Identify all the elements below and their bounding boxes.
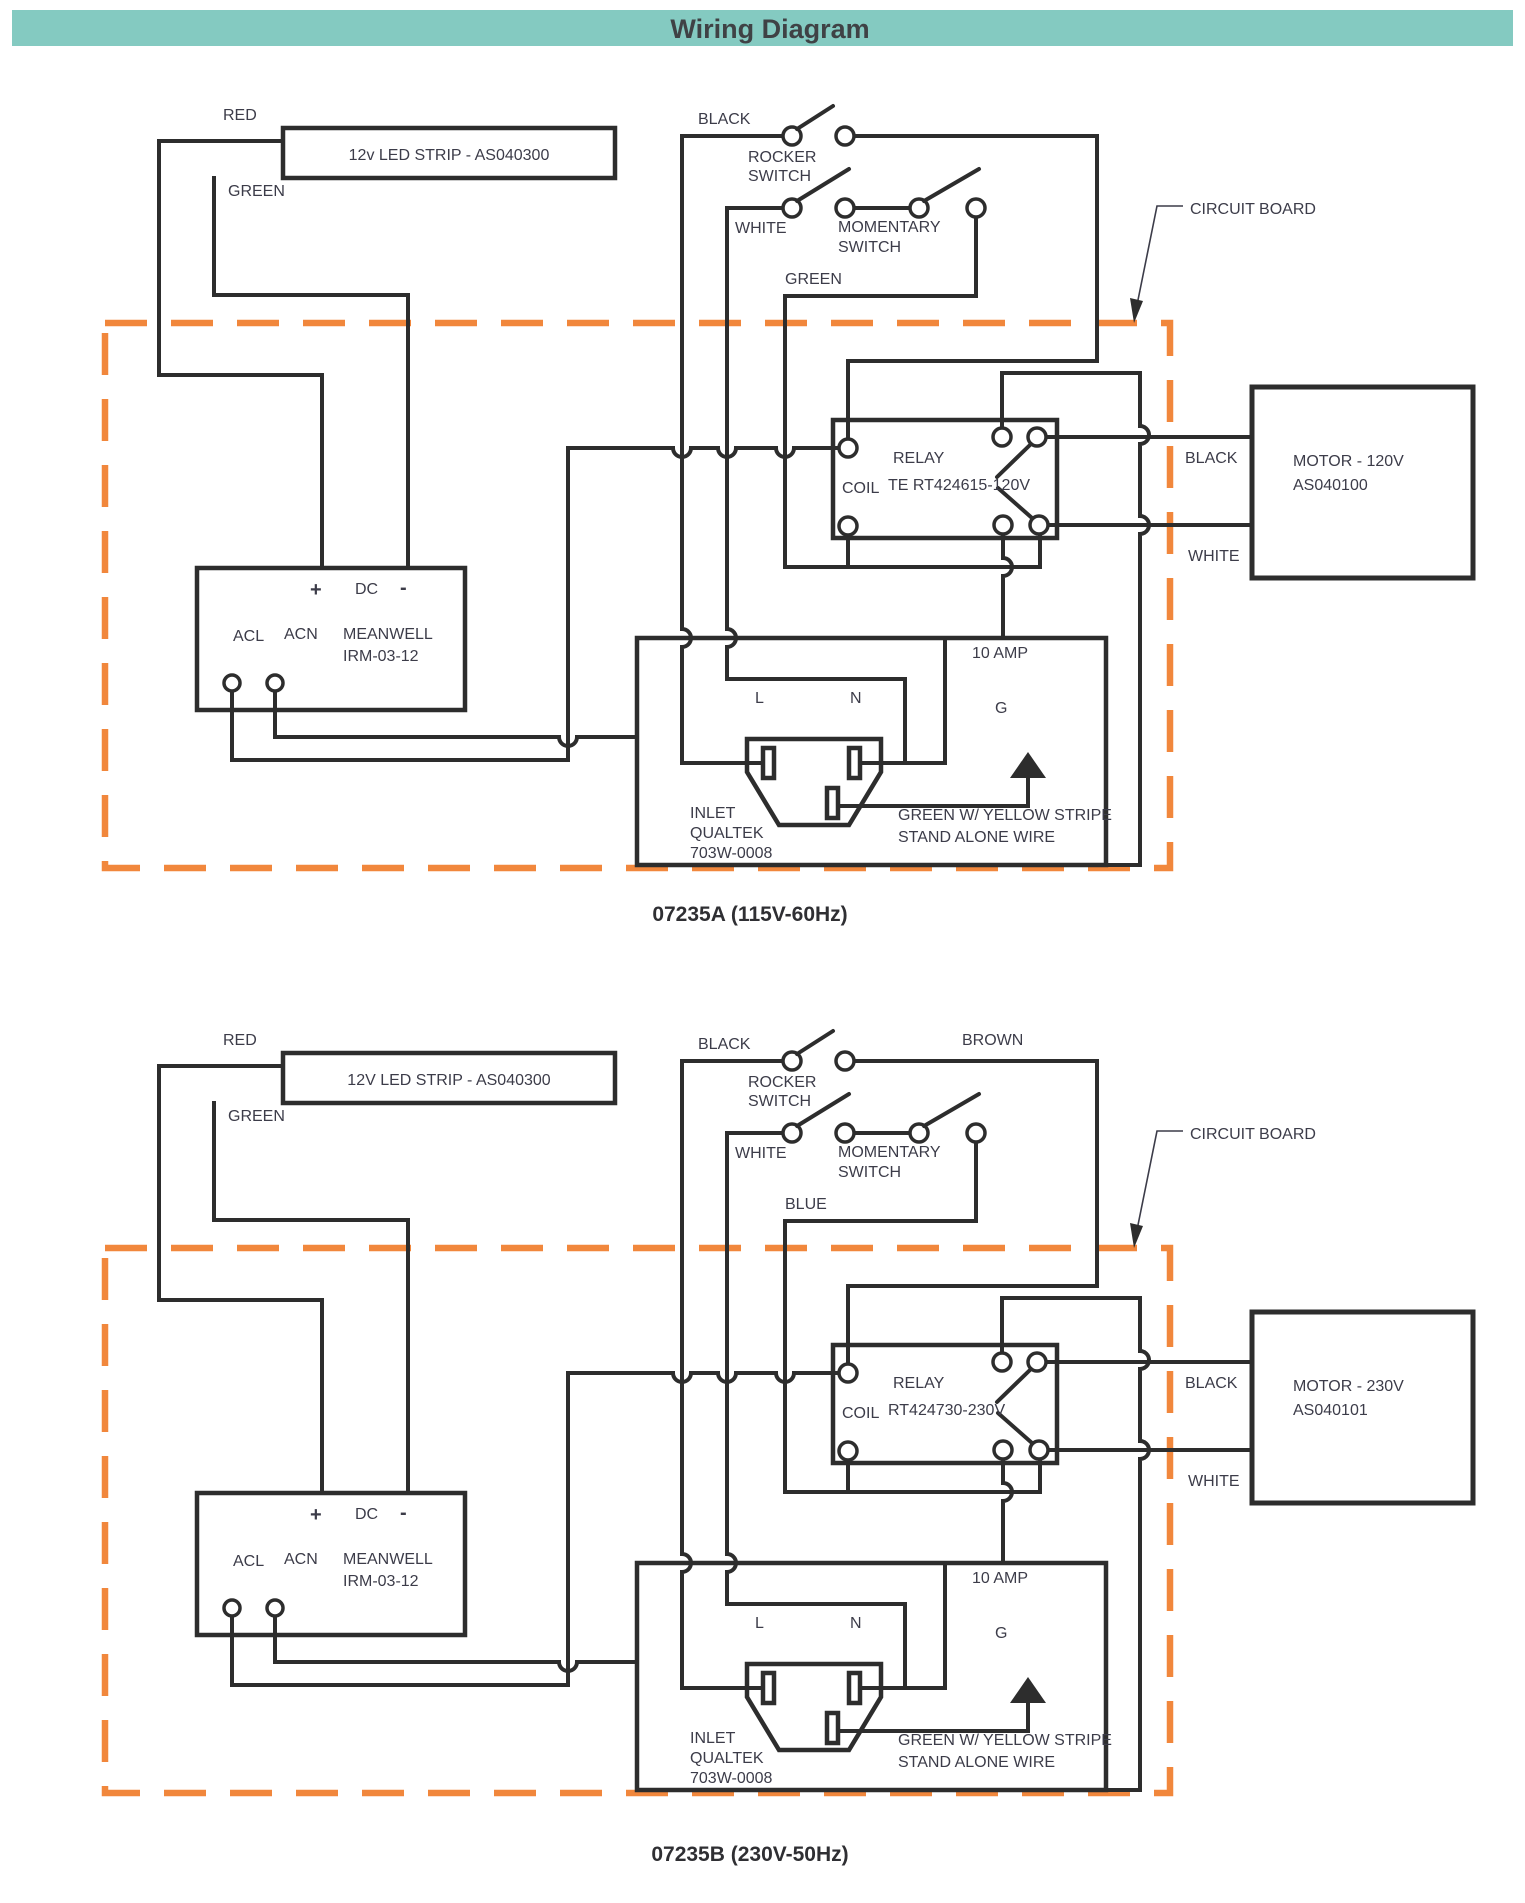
psu-brand-label: MEANWELL — [343, 626, 433, 643]
motor-wire-black-label: BLACK — [1185, 450, 1238, 467]
psu-model-label: IRM-03-12 — [343, 648, 419, 665]
wire-label-brown: BROWN — [962, 1032, 1023, 1049]
ground-wire-label: STAND ALONE WIRE — [898, 1754, 1055, 1771]
ground-wire-label: GREEN W/ YELLOW STRIPE — [898, 807, 1112, 824]
wire-label-red: RED — [223, 1032, 257, 1049]
wire-label-red: RED — [223, 107, 257, 124]
led-strip-label: 12V LED STRIP - AS040300 — [347, 1072, 550, 1089]
rocker-switch-label: ROCKER — [748, 1074, 816, 1091]
inlet-brand-label: QUALTEK — [690, 825, 764, 842]
neutral-terminal-label: N — [850, 690, 862, 707]
wire-label-signal: BLUE — [785, 1196, 827, 1213]
rocker-switch-label: SWITCH — [748, 1093, 811, 1110]
momentary-switch-label: MOMENTARY — [838, 219, 941, 236]
ground-wire-label: GREEN W/ YELLOW STRIPE — [898, 1732, 1112, 1749]
circuit-geometry — [159, 106, 1473, 865]
motor-wire-white-label: WHITE — [1188, 548, 1240, 565]
motor-part-label: AS040101 — [1293, 1402, 1368, 1419]
wire-label-signal: GREEN — [785, 271, 842, 288]
psu-dc-label: DC — [355, 581, 378, 598]
ground-terminal-label: G — [995, 700, 1007, 717]
momentary-switch-label: SWITCH — [838, 1164, 901, 1181]
line-terminal-label: L — [755, 690, 764, 707]
inlet-brand-label: QUALTEK — [690, 1750, 764, 1767]
title-bar: Wiring Diagram — [12, 10, 1513, 46]
inlet-label: INLET — [690, 1730, 736, 1747]
line-terminal-label: L — [755, 1615, 764, 1632]
momentary-switch-label: SWITCH — [838, 239, 901, 256]
motor-part-label: AS040100 — [1293, 477, 1368, 494]
circuit-board-label: CIRCUIT BOARD — [1190, 201, 1316, 218]
wire-label-black: BLACK — [698, 111, 751, 128]
led-strip-label: 12v LED STRIP - AS040300 — [349, 147, 550, 164]
circuit-board-label: CIRCUIT BOARD — [1190, 1126, 1316, 1143]
relay-part-label: RT424730-230V — [888, 1402, 1005, 1419]
ground-terminal-label: G — [995, 1625, 1007, 1642]
motor-label: MOTOR - 230V — [1293, 1378, 1404, 1395]
wire-label-white: WHITE — [735, 220, 787, 237]
page-title: Wiring Diagram — [670, 14, 869, 44]
relay-label: RELAY — [893, 450, 945, 467]
inlet-label: INLET — [690, 805, 736, 822]
coil-label: COIL — [842, 1405, 879, 1422]
diagram-230v: RED GREEN 12V LED STRIP - AS040300 BLACK… — [101, 1031, 1473, 1866]
relay-part-label: TE RT424615-120V — [888, 477, 1030, 494]
psu-acn-label: ACN — [284, 626, 318, 643]
neutral-terminal-label: N — [850, 1615, 862, 1632]
diagram-115v: RED GREEN 12v LED STRIP - AS040300 BLACK… — [101, 106, 1473, 926]
psu-dc-label: DC — [355, 1506, 378, 1523]
inlet-part-label: 703W-0008 — [690, 1770, 773, 1787]
diagram-caption: 07235A (115V-60Hz) — [652, 903, 847, 926]
psu-plus-label: + — [310, 1504, 322, 1526]
coil-label: COIL — [842, 480, 879, 497]
wire-label-black: BLACK — [698, 1036, 751, 1053]
rocker-switch-label: SWITCH — [748, 168, 811, 185]
motor-label: MOTOR - 120V — [1293, 453, 1404, 470]
inlet-part-label: 703W-0008 — [690, 845, 773, 862]
psu-brand-label: MEANWELL — [343, 1551, 433, 1568]
psu-plus-label: + — [310, 579, 322, 601]
ground-wire-label: STAND ALONE WIRE — [898, 829, 1055, 846]
wire-label-green: GREEN — [228, 183, 285, 200]
psu-acn-label: ACN — [284, 1551, 318, 1568]
wire-label-green: GREEN — [228, 1108, 285, 1125]
psu-model-label: IRM-03-12 — [343, 1573, 419, 1590]
amp-rating-label: 10 AMP — [972, 645, 1028, 662]
circuit-board-outline — [101, 319, 1174, 872]
relay-label: RELAY — [893, 1375, 945, 1392]
circuit-geometry — [159, 1031, 1473, 1790]
motor-wire-black-label: BLACK — [1185, 1375, 1238, 1392]
wire-label-white: WHITE — [735, 1145, 787, 1162]
psu-acl-label: ACL — [233, 628, 264, 645]
diagram-caption: 07235B (230V-50Hz) — [651, 1843, 848, 1866]
momentary-switch-label: MOMENTARY — [838, 1144, 941, 1161]
rocker-switch-label: ROCKER — [748, 149, 816, 166]
title-bar-background — [12, 10, 1513, 46]
psu-acl-label: ACL — [233, 1553, 264, 1570]
psu-minus-label: - — [400, 1502, 407, 1524]
psu-minus-label: - — [400, 577, 407, 599]
motor-wire-white-label: WHITE — [1188, 1473, 1240, 1490]
circuit-board-outline — [101, 1244, 1174, 1797]
amp-rating-label: 10 AMP — [972, 1570, 1028, 1587]
